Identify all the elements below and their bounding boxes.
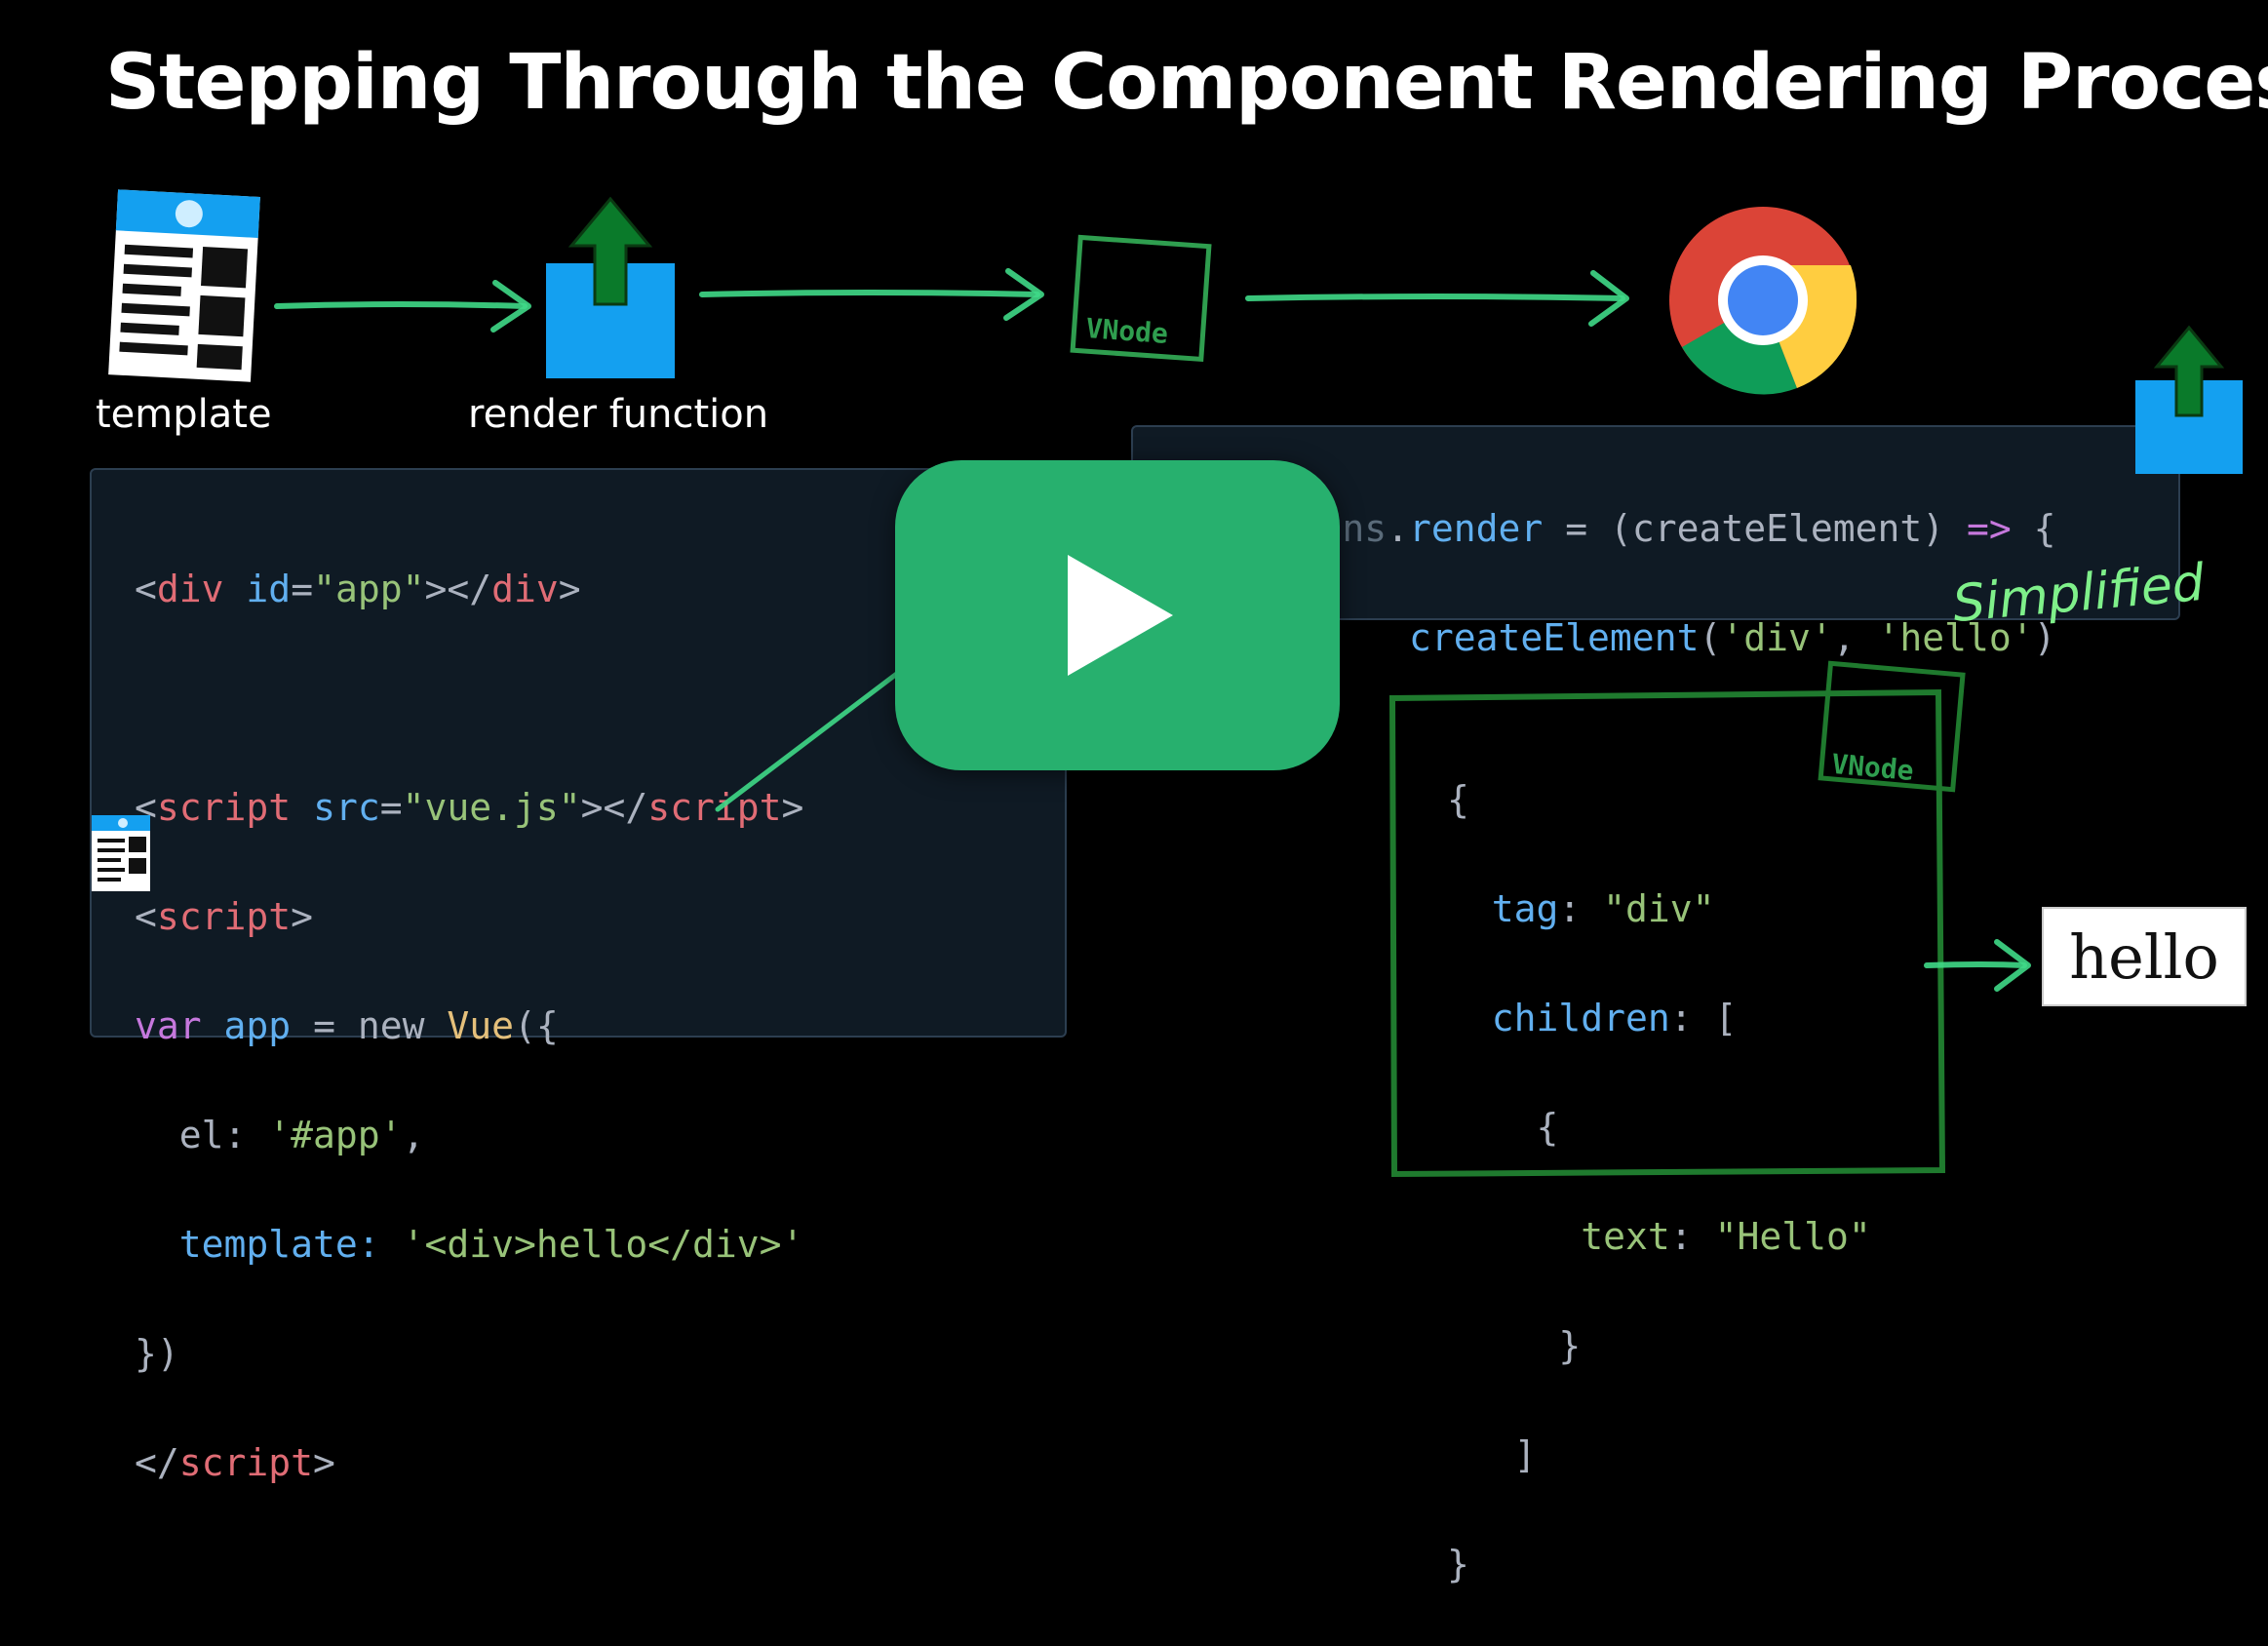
code-line-div-app: <div id="app"></div> xyxy=(135,568,581,610)
code-line-var-app: var app = new Vue({ xyxy=(135,1004,559,1047)
svg-text:Simplified: Simplified xyxy=(1950,554,2208,634)
render-code-panel: options.render = (createElement) => { cr… xyxy=(1131,425,2180,659)
vnode-line-close: } xyxy=(1447,1543,1469,1586)
template-document-icon xyxy=(108,189,260,382)
video-title: Stepping Through the Component Rendering… xyxy=(105,39,2268,127)
code-line-script-open: <script> xyxy=(135,895,314,938)
template-caption: template xyxy=(96,392,272,437)
vnode-line-child-close: } xyxy=(1558,1324,1582,1367)
vnode-label: VNode xyxy=(1085,312,1169,350)
vnode-line-tag: tag: "div" xyxy=(1491,887,1715,930)
hello-output-box: hello xyxy=(2042,907,2247,1006)
vnode-line-1: { xyxy=(1447,778,1469,821)
render-function-upload-icon xyxy=(546,196,675,378)
code-line-script-src: <script src="vue.js"></script> xyxy=(135,786,804,829)
code-line-script-close: </script> xyxy=(135,1441,335,1484)
render-function-upload-icon-small xyxy=(2135,325,2243,474)
vnode-box-icon: VNode xyxy=(1070,234,1212,363)
flow-arrow-3 xyxy=(1245,270,1629,327)
render-function-caption: render function xyxy=(468,392,769,437)
render-code: options.render = (createElement) => { cr… xyxy=(1231,447,2056,774)
vnode-line-text: text: "Hello" xyxy=(1581,1215,1871,1258)
play-button[interactable] xyxy=(895,460,1340,770)
template-connector-line xyxy=(715,648,929,812)
code-line-close-vue: }) xyxy=(135,1332,179,1375)
chrome-browser-icon xyxy=(1669,207,1857,395)
code-line-template: template: '<div>hello</div>' xyxy=(178,1223,804,1266)
code-line-blank xyxy=(135,671,803,725)
template-mini-icon xyxy=(92,815,150,891)
vnode-line-children: children: [ xyxy=(1491,997,1738,1039)
vnode-object-frame xyxy=(1388,688,1946,1178)
vnode-box-icon-small: VNode xyxy=(1818,660,1966,793)
template-code: <div id="app"></div> <script src="vue.js… xyxy=(135,507,803,1599)
flow-arrow-2 xyxy=(699,268,1044,321)
render-line-1: options.render = (createElement) => { xyxy=(1231,507,2056,550)
render-line-2: createElement('div', 'hello') xyxy=(1409,616,2056,659)
hello-output-text: hello xyxy=(2069,921,2219,993)
flow-arrow-1 xyxy=(274,280,531,333)
vnode-line-array-close: ] xyxy=(1513,1433,1537,1476)
vnode-label-small: VNode xyxy=(1830,748,1915,787)
vnode-line-child-open: { xyxy=(1536,1106,1559,1149)
vnode-object-code: { tag: "div" children: [ { text: "Hello"… xyxy=(1447,718,1871,1646)
flow-arrow-hello xyxy=(1924,939,2031,992)
play-icon xyxy=(1068,555,1173,676)
simplified-note: Simplified xyxy=(1950,554,2208,634)
code-line-el: el: '#app', xyxy=(178,1114,425,1156)
